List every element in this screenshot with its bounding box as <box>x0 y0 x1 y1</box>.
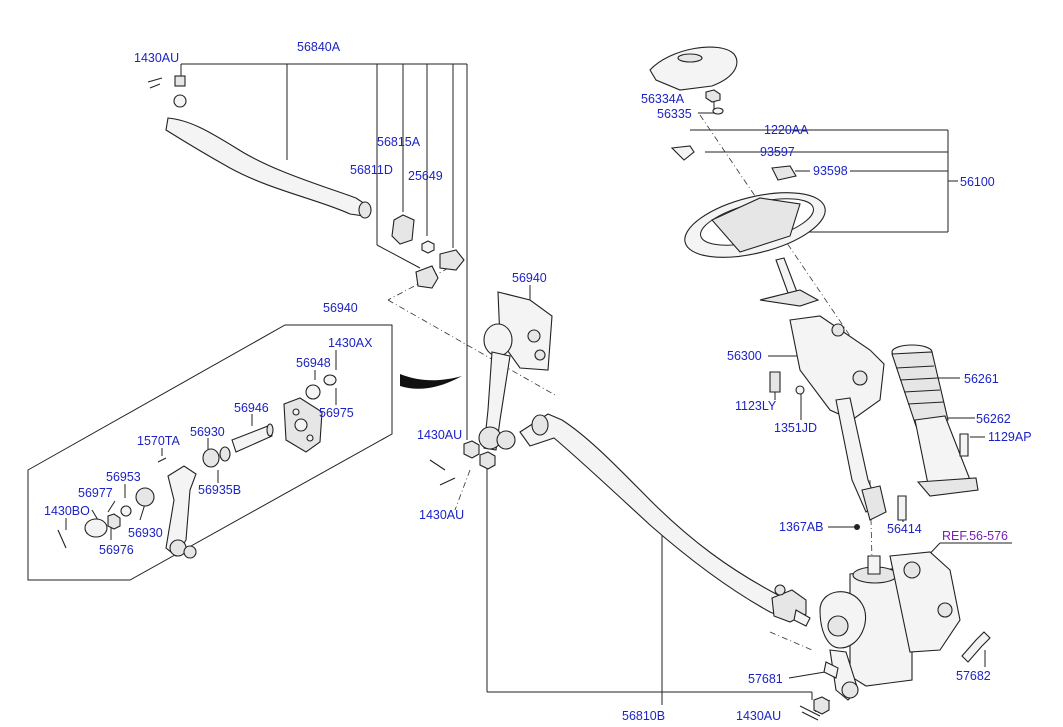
label-56334a[interactable]: 56334A <box>641 92 685 106</box>
label-56953[interactable]: 56953 <box>106 470 141 484</box>
label-56935b[interactable]: 56935B <box>198 483 241 497</box>
label-56414[interactable]: 56414 <box>887 522 922 536</box>
label-56100[interactable]: 56100 <box>960 175 995 189</box>
label-1430au-bot[interactable]: 1430AU <box>736 709 781 723</box>
leader-lines <box>65 63 1012 705</box>
label-56975[interactable]: 56975 <box>319 406 354 420</box>
drag-link-assembly <box>147 75 465 289</box>
label-56815a[interactable]: 56815A <box>377 135 421 149</box>
label-56335[interactable]: 56335 <box>657 107 692 121</box>
label-56976[interactable]: 56976 <box>99 543 134 557</box>
transition-arrow <box>400 374 462 389</box>
label-56262[interactable]: 56262 <box>976 412 1011 426</box>
label-25649[interactable]: 25649 <box>408 169 443 183</box>
steering-gear-box <box>799 551 991 721</box>
steering-wheel-assembly <box>649 46 826 307</box>
label-93597[interactable]: 93597 <box>760 145 795 159</box>
label-1430bo[interactable]: 1430BO <box>44 504 90 518</box>
label-56811d[interactable]: 56811D <box>350 163 393 177</box>
label-1367ab[interactable]: 1367AB <box>779 520 823 534</box>
label-56940-mid[interactable]: 56940 <box>512 271 547 285</box>
label-1430ax[interactable]: 1430AX <box>328 336 373 350</box>
label-1430au-mid[interactable]: 1430AU <box>417 428 462 442</box>
part-labels: 1430AU 56840A 56815A 56811D 25649 56940 … <box>44 40 1032 723</box>
label-1430au-top[interactable]: 1430AU <box>134 51 179 65</box>
label-1570ta[interactable]: 1570TA <box>137 434 181 448</box>
label-ref-56-576[interactable]: REF.56-576 <box>942 529 1008 543</box>
label-56948[interactable]: 56948 <box>296 356 331 370</box>
pitman-arm-exploded-box <box>27 324 393 581</box>
label-1220aa[interactable]: 1220AA <box>764 123 809 137</box>
label-56300[interactable]: 56300 <box>727 349 762 363</box>
steering-column-assembly <box>769 315 907 530</box>
label-56930-b[interactable]: 56930 <box>128 526 163 540</box>
label-56810b[interactable]: 56810B <box>622 709 665 723</box>
label-93598[interactable]: 93598 <box>813 164 848 178</box>
label-56946[interactable]: 56946 <box>234 401 269 415</box>
label-56930-a[interactable]: 56930 <box>190 425 225 439</box>
label-1123ly[interactable]: 1123LY <box>735 399 777 413</box>
label-1129ap[interactable]: 1129AP <box>988 430 1032 444</box>
label-57682[interactable]: 57682 <box>956 669 991 683</box>
label-57681[interactable]: 57681 <box>748 672 783 686</box>
label-56840a[interactable]: 56840A <box>297 40 341 54</box>
label-1351jd[interactable]: 1351JD <box>774 421 817 435</box>
label-56940-box[interactable]: 56940 <box>323 301 358 315</box>
column-boot-and-cover <box>891 344 979 497</box>
label-56977[interactable]: 56977 <box>78 486 113 500</box>
label-56261[interactable]: 56261 <box>964 372 999 386</box>
pitman-arm-assembly <box>429 291 553 486</box>
tie-rod-assembly <box>519 413 811 627</box>
label-1430au-mid2[interactable]: 1430AU <box>419 508 464 522</box>
